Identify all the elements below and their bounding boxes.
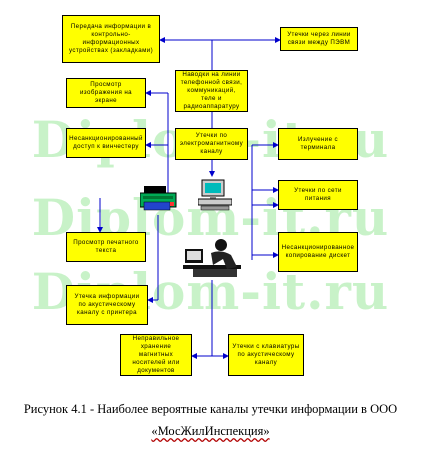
box-acoustic-printer: Утечка информации по акустическому канал… xyxy=(66,285,148,325)
company-name: «МосЖилИнспекция» xyxy=(151,424,270,438)
figure-caption-line2: «МосЖилИнспекция» xyxy=(0,424,421,439)
connector-lines xyxy=(97,37,281,359)
figure-caption-line1: Рисунок 4.1 - Наиболее вероятные каналы … xyxy=(23,402,398,416)
box-leak-between-computers: Утечки через линии связи между ПЭВМ xyxy=(280,27,358,51)
box-power-network: Утечки по сети питания xyxy=(278,180,358,210)
computer-icon xyxy=(198,179,232,211)
box-keyboard-acoustic: Утечки с клавиатуры по акустическому кан… xyxy=(228,334,304,376)
operator-at-workstation-icon xyxy=(183,235,241,277)
box-em-channel: Утечки по электромагнитному каналу xyxy=(175,128,248,160)
box-improper-storage: Неправильное хранение магнитных носителе… xyxy=(120,334,192,376)
box-unauthorized-copy: Несанкционированное копирование дискет xyxy=(278,232,358,272)
box-transfer-to-devices: Передача информации в контрольно-информа… xyxy=(62,15,160,63)
box-view-printed: Просмотр печатного текста xyxy=(66,232,146,262)
box-monitor-radiation: Излучение с терминала xyxy=(278,128,358,160)
box-induced-lines: Наводки на линии телефонной связи, комму… xyxy=(175,70,248,112)
box-unauthorized-access: Несанкционированный доступ к винчестеру xyxy=(66,128,146,158)
box-view-on-screen: Просмотр изображения на экране xyxy=(66,78,146,108)
printer-icon xyxy=(140,186,177,211)
